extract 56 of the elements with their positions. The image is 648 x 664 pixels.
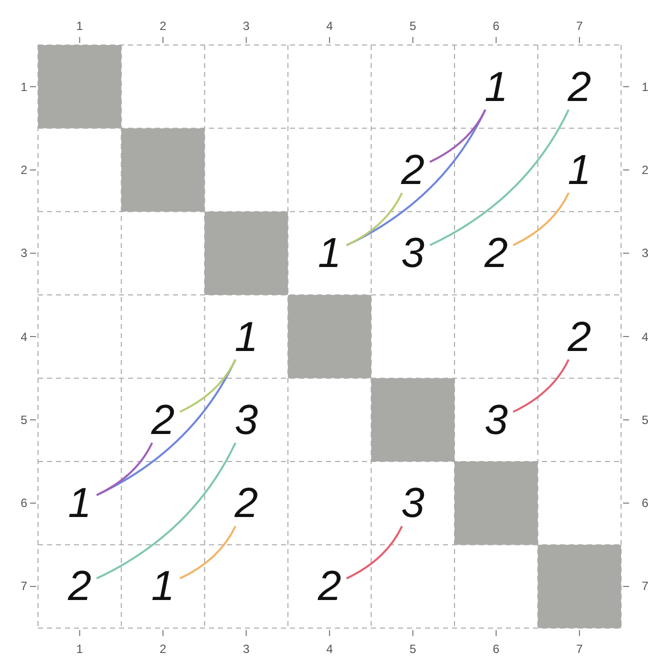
cell-number: 3 [231,398,262,441]
connecting-curve [96,442,154,496]
tick-label: 3 [242,19,251,33]
tick-label: 5 [408,19,418,33]
cell-number: 2 [148,398,178,441]
connecting-curve [512,192,570,246]
connecting-curve [346,526,403,580]
tick-label: 1 [75,19,84,33]
cell-number: 1 [564,148,594,191]
tick-label: 4 [325,19,334,33]
tick-label: 7 [575,642,584,656]
cell-number: 2 [64,565,95,608]
tick-label: 1 [20,80,28,94]
tick-label: 6 [640,496,648,510]
tick-label: 3 [20,246,28,260]
tick-label: 3 [242,642,251,656]
connecting-curve [429,109,570,246]
cell-number: 2 [564,66,594,108]
cell-number: 1 [231,316,262,358]
cell-number: 2 [398,148,428,191]
tick-label: 2 [158,19,168,33]
tick-label: 7 [575,19,584,33]
tick-label: 5 [20,412,28,427]
tick-label: 6 [492,642,500,656]
cell-number: 1 [148,565,178,608]
tick-label: 3 [640,246,648,260]
tick-label: 6 [20,496,28,510]
connecting-curve [180,526,236,580]
tick-label: 4 [640,330,648,344]
connecting-curve [346,192,403,246]
cell-number: 3 [398,232,428,274]
tick-label: 7 [20,579,28,594]
connecting-curve [512,359,570,413]
cell-number: 1 [481,66,512,108]
tick-label: 2 [158,642,168,656]
connecting-curve [429,109,486,163]
tick-label: 7 [640,579,648,594]
tick-label: 2 [20,162,28,177]
tick-label: 5 [408,642,418,656]
connecting-curve [180,359,236,413]
cell-number: 1 [64,482,95,524]
tick-label: 1 [640,80,648,94]
tick-label: 6 [492,19,500,33]
tick-label: 4 [20,330,28,344]
tick-label: 5 [640,412,648,427]
tick-label: 1 [75,642,84,656]
cell-number: 2 [314,565,345,608]
tick-label: 2 [640,162,648,177]
cell-number: 3 [481,398,512,441]
cell-number: 2 [564,316,594,358]
tick-label: 4 [325,642,334,656]
connecting-curve [96,442,236,580]
cell-number: 1 [314,232,345,274]
cell-number: 2 [231,482,262,524]
cell-number: 3 [398,482,428,524]
cell-number: 2 [481,232,512,274]
